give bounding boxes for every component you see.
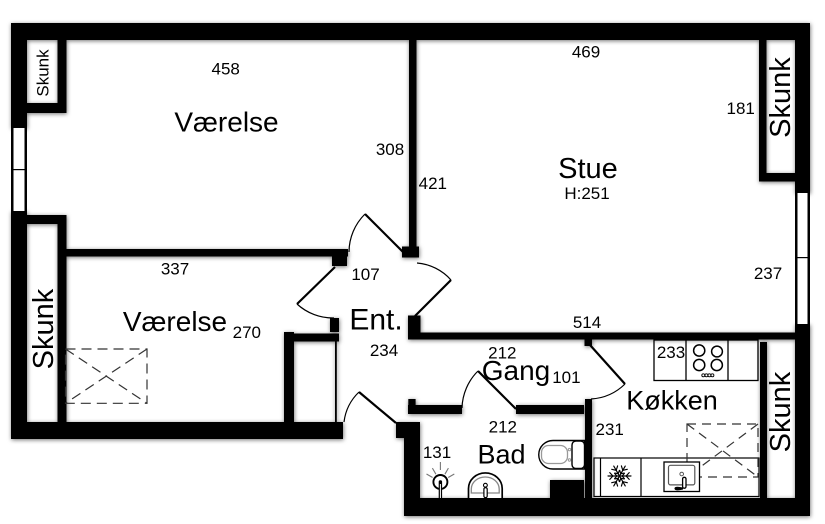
svg-text:231: 231 <box>596 420 624 439</box>
svg-text:212: 212 <box>488 344 516 363</box>
svg-text:H:251: H:251 <box>564 184 609 203</box>
svg-text:237: 237 <box>754 264 782 283</box>
svg-text:101: 101 <box>552 368 580 387</box>
svg-text:131: 131 <box>423 443 451 462</box>
svg-text:308: 308 <box>376 140 404 159</box>
svg-text:270: 270 <box>233 323 261 342</box>
svg-text:514: 514 <box>573 313 601 332</box>
svg-text:458: 458 <box>212 59 240 78</box>
svg-text:Skunk: Skunk <box>765 371 797 452</box>
svg-text:234: 234 <box>370 341 398 360</box>
svg-text:Skunk: Skunk <box>34 49 53 97</box>
svg-text:Skunk: Skunk <box>765 57 797 138</box>
svg-text:212: 212 <box>489 418 517 437</box>
svg-text:107: 107 <box>351 265 379 284</box>
svg-text:337: 337 <box>161 260 189 279</box>
svg-text:233: 233 <box>657 343 685 362</box>
svg-text:Ent.: Ent. <box>349 304 402 337</box>
svg-text:Stue: Stue <box>558 153 618 185</box>
svg-text:Gang: Gang <box>482 355 551 386</box>
svg-text:Skunk: Skunk <box>28 288 60 369</box>
svg-text:421: 421 <box>419 174 447 193</box>
svg-text:Værelse: Værelse <box>174 107 278 138</box>
svg-text:469: 469 <box>572 43 600 62</box>
svg-text:Værelse: Værelse <box>123 306 227 337</box>
svg-text:181: 181 <box>727 99 755 118</box>
svg-text:Køkken: Køkken <box>626 386 718 416</box>
svg-text:Bad: Bad <box>477 440 525 470</box>
